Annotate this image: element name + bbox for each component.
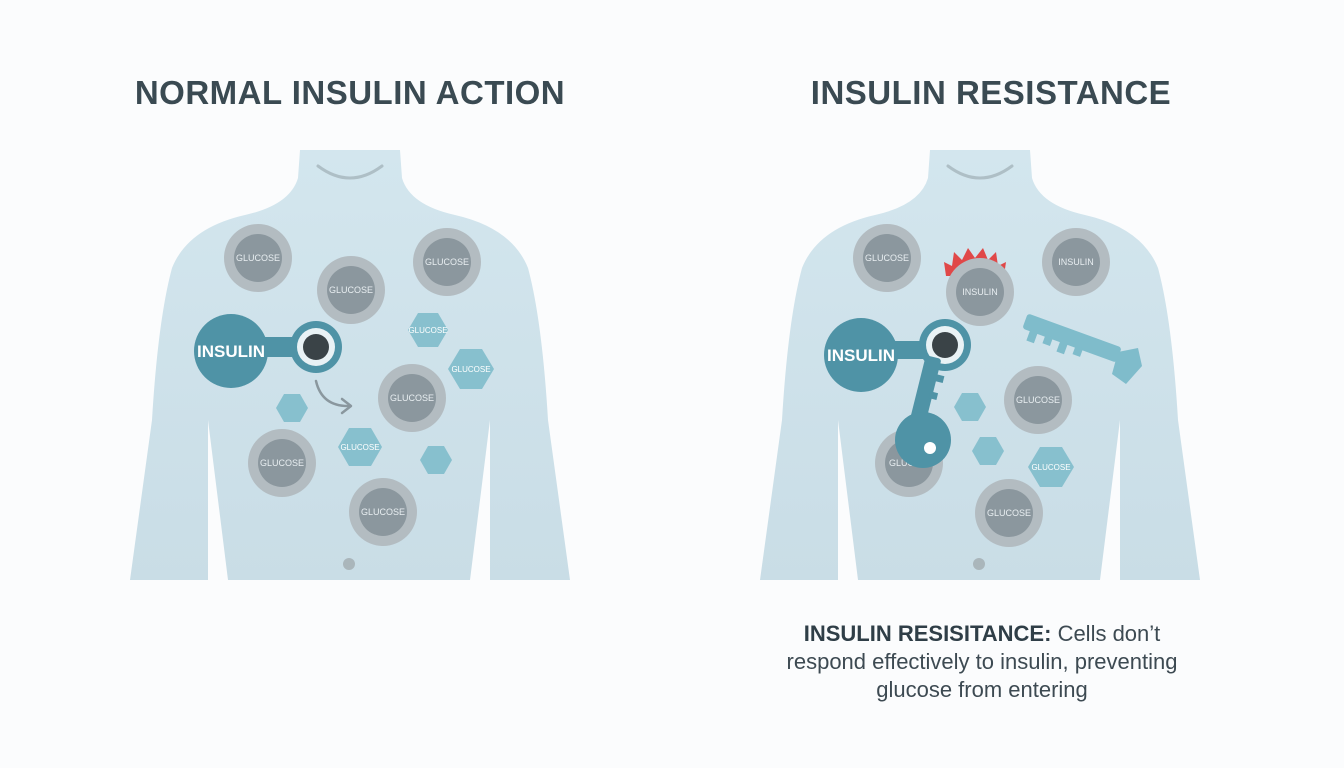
glucose-cell: GLUCOSE (975, 479, 1043, 547)
insulin-resistance-caption: INSULIN RESISITANCE: Cells don’t respond… (772, 620, 1192, 704)
title-insulin-resistance: INSULIN RESISTANCE (810, 74, 1172, 111)
cell-upper-right: INSULIN (1042, 228, 1110, 296)
navel-right (973, 558, 985, 570)
hexagon-shape (276, 394, 308, 422)
glucose-label: GLUCOSE (425, 257, 469, 267)
glucose-entry-arrow (314, 379, 353, 415)
glucose-label: GLUCOSE (340, 443, 379, 452)
insulin-label: INSULIN (827, 346, 895, 365)
hexagon-shape (972, 437, 1004, 465)
glucose-cell: GLUCOSE (248, 429, 316, 497)
left-panel: GLUCOSE GLUCOSE GLUCOSE GLUCOSE GLUCOSE … (130, 150, 570, 580)
collarbone-line-right (946, 164, 1014, 180)
key-icon (895, 355, 951, 468)
glucose-label: GLUCOSE (1031, 463, 1070, 472)
blocked-cell: INSULIN (946, 258, 1014, 326)
title-normal-insulin-action: NORMAL INSULIN ACTION (134, 74, 566, 111)
glucose-label: GLUCOSE (451, 365, 490, 374)
broken-key-icon (1023, 314, 1142, 384)
glucose-cell: GLUCOSE (413, 228, 481, 296)
glucose-label: GLUCOSE (329, 285, 373, 295)
glucose-cell: GLUCOSE (224, 224, 292, 292)
glucose-label: GLUCOSE (390, 393, 434, 403)
glucose-cell: GLUCOSE (317, 256, 385, 324)
glucose-label: GLUCOSE (236, 253, 280, 263)
glucose-hexagon: GLUCOSE (338, 428, 382, 466)
glucose-label: GLUCOSE (1016, 395, 1060, 405)
glucose-cell: GLUCOSE (378, 364, 446, 432)
glucose-hexagon: GLUCOSE (1028, 447, 1074, 487)
cell-label: INSULIN (1058, 257, 1094, 267)
glucose-label: GLUCOSE (408, 326, 447, 335)
glucose-cell: GLUCOSE (1004, 366, 1072, 434)
glucose-label: GLUCOSE (361, 507, 405, 517)
insulin-molecule: INSULIN (824, 318, 898, 392)
navel-left (343, 558, 355, 570)
blocked-cell-label: INSULIN (962, 287, 998, 297)
caption-text: Cells don’t respond effectively to insul… (786, 621, 1178, 702)
glucose-hexagon: GLUCOSE (448, 349, 494, 389)
caption-heading: INSULIN RESISITANCE: (803, 621, 1052, 646)
partially-hidden-label: GLUCO (889, 458, 921, 468)
glucose-label: GLUCOSE (260, 458, 304, 468)
hexagon-shape (420, 446, 452, 474)
glucose-cell: GLUCOSE (853, 224, 921, 292)
insulin-label: INSULIN (197, 342, 265, 361)
insulin-molecule: INSULIN (194, 314, 268, 388)
insulin-receptor (290, 321, 342, 373)
collarbone-line-left (316, 164, 384, 180)
right-panel: GLUCOSE INSULIN INSULIN GLUCOSE GLUCOSE … (760, 150, 1200, 580)
glucose-hexagon: GLUCOSE (408, 313, 448, 347)
glucose-label: GLUCOSE (987, 508, 1031, 518)
glucose-cell: GLUCOSE (349, 478, 417, 546)
glucose-label: GLUCOSE (865, 253, 909, 263)
hexagon-shape (954, 393, 986, 421)
